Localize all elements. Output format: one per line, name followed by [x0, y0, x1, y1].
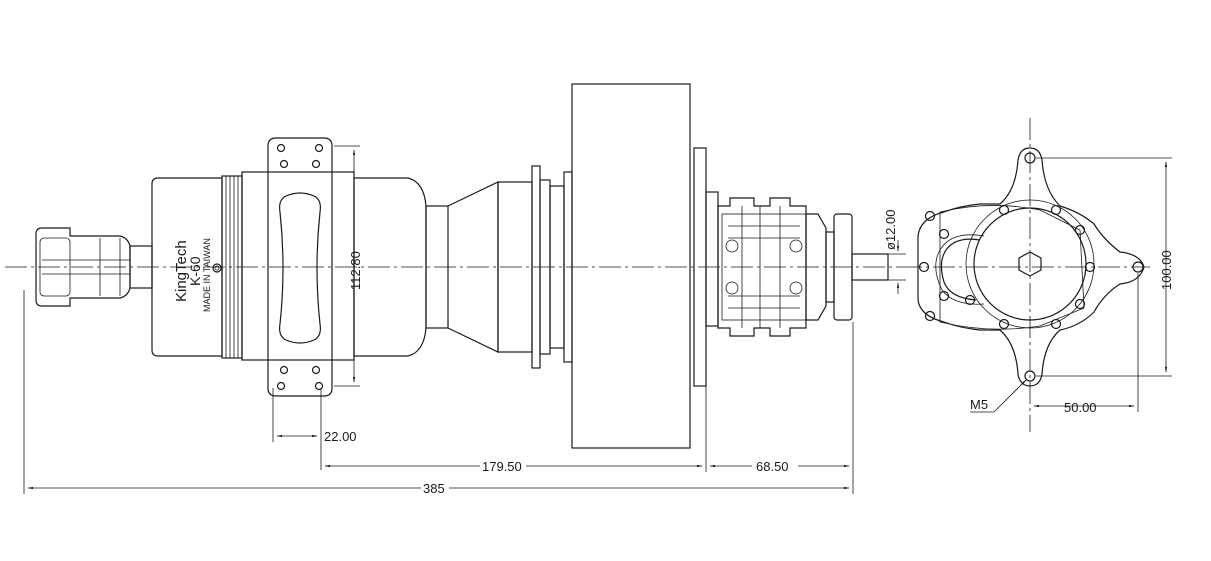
mount-hole [279, 159, 289, 169]
dim-mount-width: 22.00 [324, 429, 357, 444]
mount-hole [276, 381, 286, 391]
dim-bolt-vertical-spacing: 100.00 [1159, 250, 1174, 290]
dim-flange-to-shaft: 68.50 [756, 459, 789, 474]
bolt-hole [918, 261, 930, 273]
dim-shaft-diameter: ø12.00 [883, 210, 898, 250]
side-view-dimensions: 112.80 22.00 179.50 68.50 385 ø12.00 [23, 145, 906, 496]
bolt-hole [1132, 261, 1144, 273]
mount-hole [314, 143, 324, 153]
front-view-dimensions: 100.00 50.00 M5 [970, 157, 1174, 415]
gearbox-assembly [705, 191, 889, 337]
propeller-disc [571, 83, 691, 449]
starter-nose [35, 227, 153, 307]
bolt-hole [998, 318, 1010, 330]
dim-mount-to-flange: 179.50 [482, 459, 522, 474]
bolt-hole [1024, 152, 1036, 164]
engine-side-view: KingTech K-60 MADE IN TAIWAN [5, 83, 900, 449]
dim-bolt-horizontal-spacing: 50.00 [1064, 400, 1097, 415]
bolt-hole [938, 228, 950, 240]
bolt-hole [938, 290, 950, 302]
bolt-hole [1084, 261, 1096, 273]
mount-hole [276, 143, 286, 153]
dim-overall-length: 385 [423, 481, 445, 496]
output-shaft [851, 253, 889, 281]
model-label: K-60 [187, 256, 203, 286]
label-rivet [212, 263, 222, 273]
mount-hole [279, 365, 289, 375]
bolt-hole [1050, 204, 1062, 216]
brand-label: KingTech [173, 240, 190, 302]
bolt-hole [964, 294, 976, 306]
mount-hole [311, 159, 321, 169]
bolt-hole [924, 210, 936, 222]
bracket-window [279, 192, 321, 344]
hub-nut [1018, 251, 1042, 277]
bolt-hole [998, 204, 1010, 216]
thread-callout: M5 [970, 397, 988, 412]
bolt-hole [1050, 318, 1062, 330]
mount-hole [311, 365, 321, 375]
engine-front-view [900, 118, 1150, 432]
mount-hole [314, 381, 324, 391]
dim-mount-height: 112.80 [348, 251, 363, 290]
bolt-hole [1024, 370, 1036, 382]
bolt-hole [924, 310, 936, 322]
offset-boss [940, 238, 981, 301]
bolt-hole [1074, 298, 1086, 310]
origin-label: MADE IN TAIWAN [202, 238, 212, 312]
front-flange-outline [917, 147, 1145, 387]
bolt-hole [1074, 224, 1086, 236]
